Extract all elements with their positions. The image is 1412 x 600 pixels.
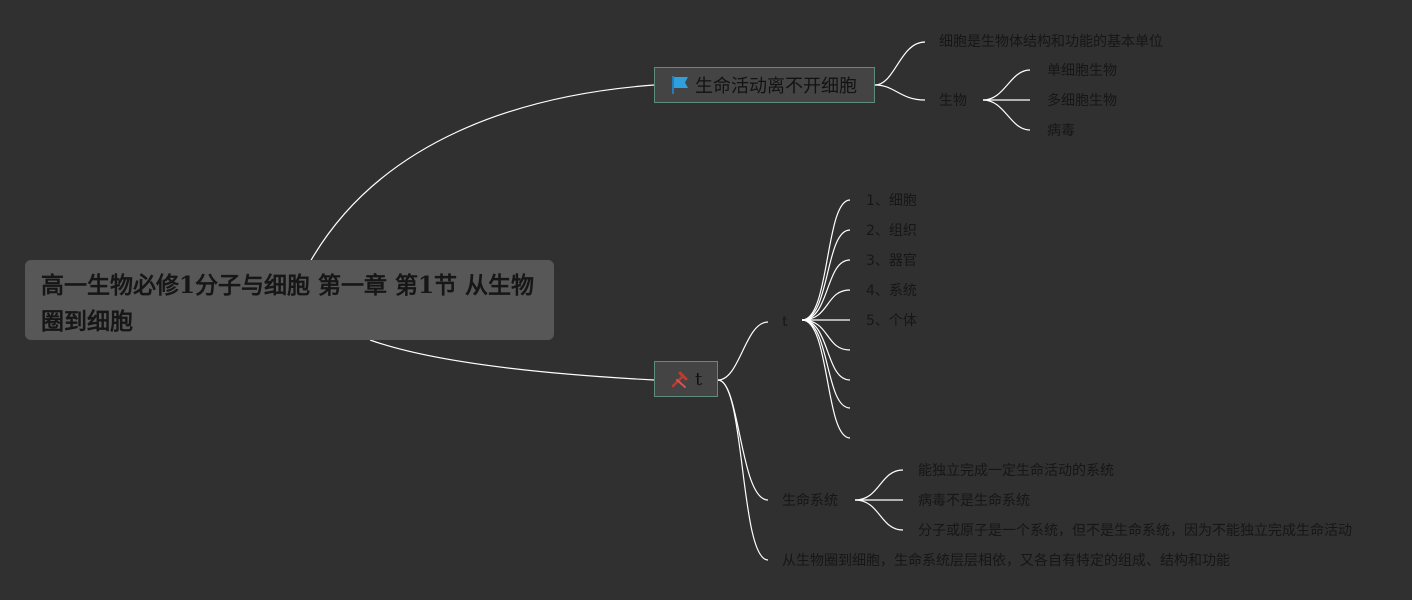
connector-branch2-levels xyxy=(717,321,769,381)
connector-branch2-summary xyxy=(717,379,769,561)
leaf-life-system-1[interactable]: 能独立完成一定生命活动的系统 xyxy=(918,463,1114,479)
connector-levels-2 xyxy=(801,229,851,321)
leaf-unicellular[interactable]: 单细胞生物 xyxy=(1047,63,1117,79)
leaf-multicellular[interactable]: 多细胞生物 xyxy=(1047,93,1117,109)
connector-levels-1 xyxy=(801,199,851,321)
leaf-level-3[interactable]: 3、器官 xyxy=(866,253,917,269)
root-topic[interactable]: 高一生物必修1分子与细胞 第一章 第1节 从生物圈到细胞 xyxy=(25,260,554,340)
node-life-system[interactable]: 生命系统 xyxy=(782,493,838,509)
leaf-virus[interactable]: 病毒 xyxy=(1047,123,1075,139)
connector-levels-6 xyxy=(801,319,851,351)
branch-life-activities-label: 生命活动离不开细胞 xyxy=(695,76,857,97)
node-organisms[interactable]: 生物 xyxy=(939,93,967,109)
leaf-level-4[interactable]: 4、系统 xyxy=(866,283,917,299)
connector-levels-4 xyxy=(801,289,851,321)
leaf-basic-unit[interactable]: 细胞是生物体结构和功能的基本单位 xyxy=(939,34,1163,50)
connector-life-1 xyxy=(854,469,904,501)
blue-flag-icon xyxy=(669,74,691,96)
connector-organisms-virus xyxy=(982,99,1031,131)
connector-branch1-organisms xyxy=(874,84,926,101)
leaf-life-system-2[interactable]: 病毒不是生命系统 xyxy=(918,493,1030,509)
branch-life-activities[interactable]: 生命活动离不开细胞 xyxy=(654,67,875,103)
leaf-level-2[interactable]: 2、组织 xyxy=(866,223,917,239)
branch-t-label: t xyxy=(695,368,703,390)
connector-root-branch2 xyxy=(369,339,655,381)
leaf-life-system-3[interactable]: 分子或原子是一个系统，但不是生命系统，因为不能独立完成生命活动 xyxy=(918,523,1352,539)
connector-life-3 xyxy=(854,499,904,531)
connector-levels-3 xyxy=(801,259,851,321)
connector-branch2-life-system xyxy=(717,379,769,501)
connector-branch1-basic-unit xyxy=(874,41,926,86)
red-tools-icon xyxy=(669,368,691,390)
connector-levels-9 xyxy=(801,319,851,439)
connector-organisms-unicellular xyxy=(982,69,1031,101)
leaf-level-5[interactable]: 5、个体 xyxy=(866,313,917,329)
branch-t[interactable]: t xyxy=(654,361,718,397)
leaf-level-1[interactable]: 1、细胞 xyxy=(866,193,917,209)
root-topic-label: 高一生物必修1分子与细胞 第一章 第1节 从生物圈到细胞 xyxy=(41,272,535,335)
node-levels[interactable]: t xyxy=(782,314,788,330)
connector-root-branch1 xyxy=(309,84,655,263)
leaf-summary[interactable]: 从生物圈到细胞，生命系统层层相依，又各自有特定的组成、结构和功能 xyxy=(782,553,1230,569)
